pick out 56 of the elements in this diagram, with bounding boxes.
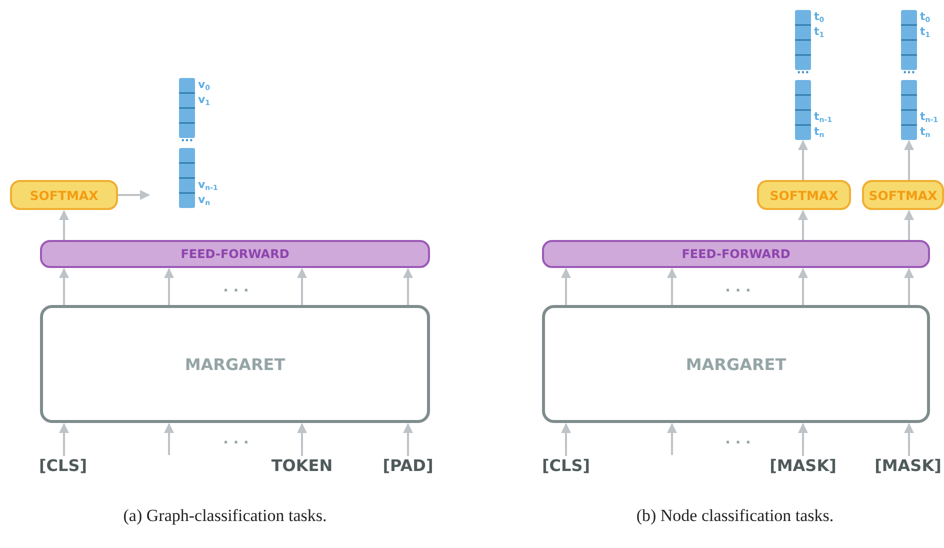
vector-entry-label: t$_{0}$ (814, 11, 824, 26)
softmax-box: SOFTMAX (862, 180, 944, 210)
arrow (798, 210, 808, 240)
model-box: MARGARET (542, 305, 930, 423)
vector-entry-label: t$_{1}$ (920, 26, 930, 41)
input-token-label: [CLS] (542, 456, 590, 482)
arrow (59, 268, 69, 305)
vector-entry-label: t$_{n-1}$ (814, 111, 832, 126)
softmax-box: SOFTMAX (10, 180, 118, 210)
arrow (904, 268, 914, 305)
ellipsis: · · · (725, 436, 751, 450)
arrow (59, 423, 69, 456)
ellipsis: ··· (180, 135, 194, 146)
ellipsis: · · · (725, 284, 751, 298)
softmax-box: SOFTMAX (757, 180, 851, 210)
arrow (164, 268, 174, 305)
caption: (a) Graph-classification tasks. (123, 507, 327, 524)
arrow (667, 423, 677, 455)
ellipsis: · · · (223, 284, 249, 298)
model-box: MARGARET (40, 305, 430, 423)
arrow (118, 190, 150, 200)
feed-forward-bar: FEED-FORWARD (40, 240, 430, 268)
ellipsis: ··· (902, 67, 916, 78)
input-token-label: [MASK] (768, 456, 838, 482)
input-token-label: [PAD] (380, 456, 436, 482)
caption: (b) Node classification tasks. (636, 507, 834, 524)
arrow (561, 423, 571, 456)
ellipsis: · · · (223, 436, 249, 450)
arrow (667, 268, 677, 305)
input-token-label: TOKEN (268, 456, 336, 482)
vector-entry-label: t$_{n}$ (920, 126, 930, 141)
input-token-label: [MASK] (873, 456, 943, 482)
arrow (904, 140, 914, 180)
arrow (403, 268, 413, 305)
vector-entry-label: t$_{n-1}$ (920, 111, 938, 126)
arrow (164, 423, 174, 455)
ellipsis: ··· (796, 67, 810, 78)
vector-entry-label: v$_{0}$ (198, 79, 210, 94)
arrow (904, 423, 914, 456)
arrow (403, 423, 413, 456)
feed-forward-bar: FEED-FORWARD (542, 240, 930, 268)
arrow (297, 268, 307, 305)
arrow (59, 210, 69, 240)
vector-entry-label: t$_{1}$ (814, 26, 824, 41)
vector-entry-label: t$_{0}$ (920, 11, 930, 26)
input-token-label: [CLS] (40, 456, 86, 482)
vector-entry-label: v$_{n}$ (198, 194, 210, 209)
arrow (798, 268, 808, 305)
arrow (798, 140, 808, 180)
arrow (904, 210, 914, 240)
arrow (561, 268, 571, 305)
vector-entry-label: t$_{n}$ (814, 126, 824, 141)
arrow (297, 423, 307, 456)
arrow (798, 423, 808, 456)
vector-entry-label: v$_{1}$ (198, 94, 210, 109)
vector-entry-label: v$_{n-1}$ (198, 179, 218, 194)
